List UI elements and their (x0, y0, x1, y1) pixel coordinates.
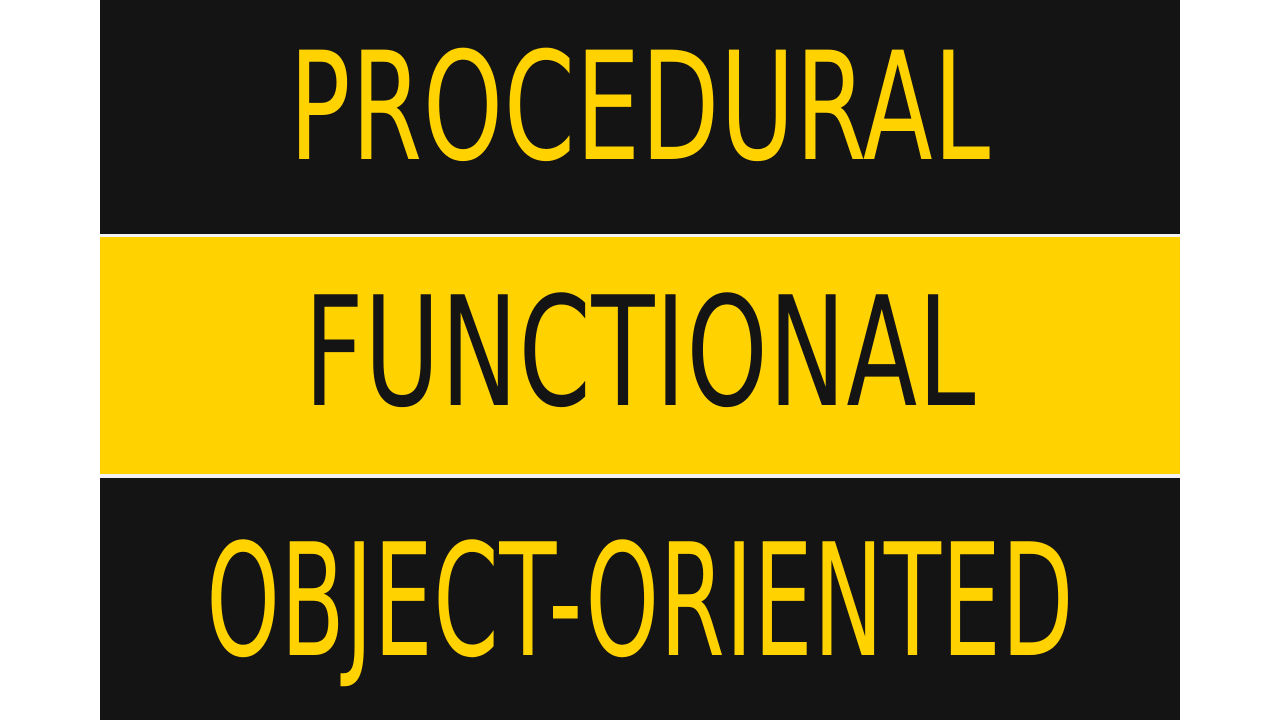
bottom-divider (100, 474, 1180, 478)
procedural-band: PROCEDURAL (100, 0, 1180, 234)
top-divider (100, 234, 1180, 237)
object-oriented-band: OBJECT-ORIENTED (100, 478, 1180, 720)
slide-panel: PROCEDURAL FUNCTIONAL OBJECT-ORIENTED (100, 0, 1180, 720)
functional-label: FUNCTIONAL (304, 263, 976, 441)
procedural-label: PROCEDURAL (289, 21, 991, 195)
functional-band-highlighted: FUNCTIONAL (100, 237, 1180, 474)
object-oriented-label: OBJECT-ORIENTED (206, 510, 1074, 692)
